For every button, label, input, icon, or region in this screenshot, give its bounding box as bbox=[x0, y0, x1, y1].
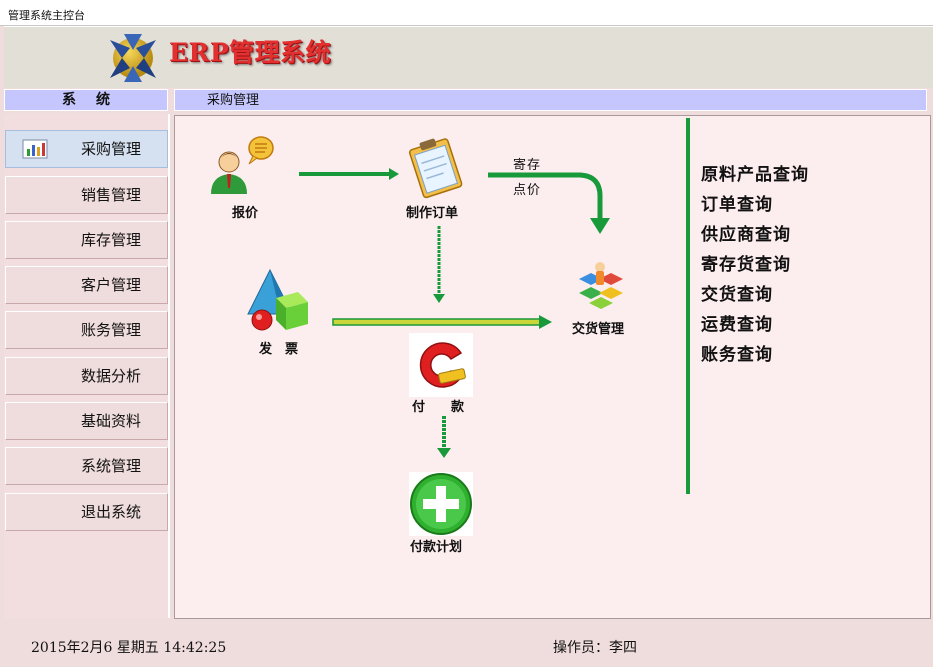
flow-label-quote: 报价 bbox=[232, 206, 259, 221]
sidebar-item-label: 退出系统 bbox=[81, 503, 142, 521]
arrow-order-to-delivery bbox=[488, 172, 603, 220]
sidebar-item-label: 采购管理 bbox=[81, 140, 142, 158]
sidebar-item-label: 基础资料 bbox=[81, 412, 142, 430]
query-link-freight[interactable]: 运费查询 bbox=[701, 315, 773, 335]
flow-arrows bbox=[299, 168, 610, 458]
flow-label-consign-price: 寄存点价 bbox=[513, 158, 542, 198]
sidebar-item-label: 销售管理 bbox=[81, 186, 142, 204]
window-title: 管理系统主控台 bbox=[8, 9, 85, 22]
window-titlebar: 管理系统主控台 bbox=[0, 0, 933, 26]
main-panel: 报价 制作订单 寄存点价 交货管理 bbox=[174, 115, 931, 619]
panel-divider bbox=[686, 118, 690, 494]
flow-label-payment-plan: 付款计划 bbox=[410, 540, 463, 555]
status-operator: 操作员：李四 bbox=[553, 640, 637, 656]
payment-plan-plus-icon[interactable] bbox=[409, 472, 473, 540]
status-datetime: 2015年2月6 星期五 14:42:25 bbox=[31, 640, 227, 656]
payment-c-icon[interactable] bbox=[409, 333, 473, 401]
sidebar-item-inventory[interactable]: 库存管理 bbox=[5, 221, 168, 259]
quote-person-icon[interactable] bbox=[207, 134, 275, 204]
app-banner: ERP管理系统 bbox=[4, 26, 933, 88]
query-link-materials[interactable]: 原料产品查询 bbox=[701, 165, 809, 185]
sidebar-item-exit[interactable]: 退出系统 bbox=[5, 493, 168, 531]
flow-label-invoice: 发 票 bbox=[259, 342, 299, 357]
main-header: 采购管理 bbox=[174, 89, 927, 111]
sidebar-item-sales[interactable]: 销售管理 bbox=[5, 176, 168, 214]
query-link-accounts[interactable]: 账务查询 bbox=[701, 345, 773, 365]
erp-logo-icon bbox=[104, 30, 162, 86]
sidebar-item-label: 客户管理 bbox=[81, 276, 142, 294]
chart-icon bbox=[22, 137, 50, 161]
sidebar-item-label: 系统管理 bbox=[81, 457, 142, 475]
sidebar-item-base-data[interactable]: 基础资料 bbox=[5, 402, 168, 440]
sidebar-item-customers[interactable]: 客户管理 bbox=[5, 266, 168, 304]
sidebar-header: 系统 bbox=[4, 89, 168, 111]
sidebar-item-label: 数据分析 bbox=[81, 367, 142, 385]
arrow-invoice-to-delivery bbox=[332, 318, 542, 326]
sidebar-item-purchase[interactable]: 采购管理 bbox=[5, 130, 168, 168]
delivery-blocks-icon[interactable] bbox=[573, 259, 629, 313]
query-list: 原料产品查询 订单查询 供应商查询 寄存货查询 交货查询 运费查询 账务查询 bbox=[701, 160, 809, 370]
sidebar-item-system[interactable]: 系统管理 bbox=[5, 447, 168, 485]
sidebar-item-analysis[interactable]: 数据分析 bbox=[5, 357, 168, 395]
query-link-orders[interactable]: 订单查询 bbox=[701, 195, 773, 215]
flow-label-delivery: 交货管理 bbox=[572, 322, 625, 337]
flow-label-make-order: 制作订单 bbox=[406, 206, 459, 221]
sidebar-item-label: 账务管理 bbox=[81, 321, 142, 339]
query-link-delivery[interactable]: 交货查询 bbox=[701, 285, 773, 305]
brand-title: ERP管理系统 bbox=[169, 38, 332, 67]
sidebar-item-label: 库存管理 bbox=[81, 231, 142, 249]
order-clipboard-icon[interactable] bbox=[403, 133, 469, 203]
invoice-shapes-icon[interactable] bbox=[242, 268, 312, 342]
sidebar-item-accounts[interactable]: 账务管理 bbox=[5, 311, 168, 349]
sidebar: 采购管理 销售管理 库存管理 客户管理 账务管理 数据分析 基础资料 系统管理 … bbox=[4, 114, 170, 618]
query-link-suppliers[interactable]: 供应商查询 bbox=[701, 225, 791, 245]
query-link-consignment[interactable]: 寄存货查询 bbox=[701, 255, 791, 275]
flow-label-payment: 付 款 bbox=[412, 400, 465, 415]
